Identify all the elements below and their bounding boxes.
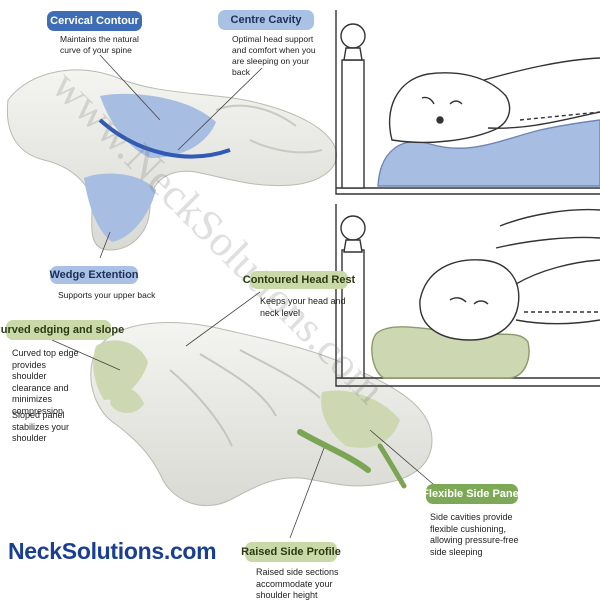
flexible-side-panel-desc: Side cavities provide flexible cushionin… <box>430 512 519 557</box>
top-pillow-image <box>6 69 338 251</box>
contoured-head-rest-desc: Keeps your head and neck level <box>260 296 346 318</box>
contoured-head-rest-label: Contoured Head Rest <box>243 271 355 289</box>
curved-edging-desc-1: Curved top edge provides shoulder cleara… <box>12 348 79 416</box>
raised-side-profile-desc: Raised side sections accommodate your sh… <box>256 567 339 600</box>
leader-lines <box>51 54 441 539</box>
centre-cavity-label: Centre Cavity <box>218 10 314 30</box>
curved-edging-desc-2: Sloped panel stabilizes your shoulder <box>12 410 70 443</box>
cervical-contour-desc: Maintains the natural curve of your spin… <box>60 34 139 55</box>
centre-cavity-desc: Optimal head support and comfort when yo… <box>232 34 316 77</box>
side-sleeper-illustration <box>335 204 600 387</box>
wedge-extension-label: Wedge Extention <box>49 266 139 284</box>
flexible-side-panel-label: Flexible Side Panel <box>422 484 522 504</box>
brand-logo-text: NeckSolutions.com <box>8 538 217 564</box>
wedge-extension-desc: Supports your upper back <box>58 290 156 300</box>
curved-edging-label: Curved edging and slope <box>0 320 124 340</box>
raised-side-profile-label: Raised Side Profile <box>241 542 341 562</box>
cervical-contour-label: Cervical Contour <box>47 11 142 31</box>
back-sleeper-illustration <box>335 10 600 195</box>
